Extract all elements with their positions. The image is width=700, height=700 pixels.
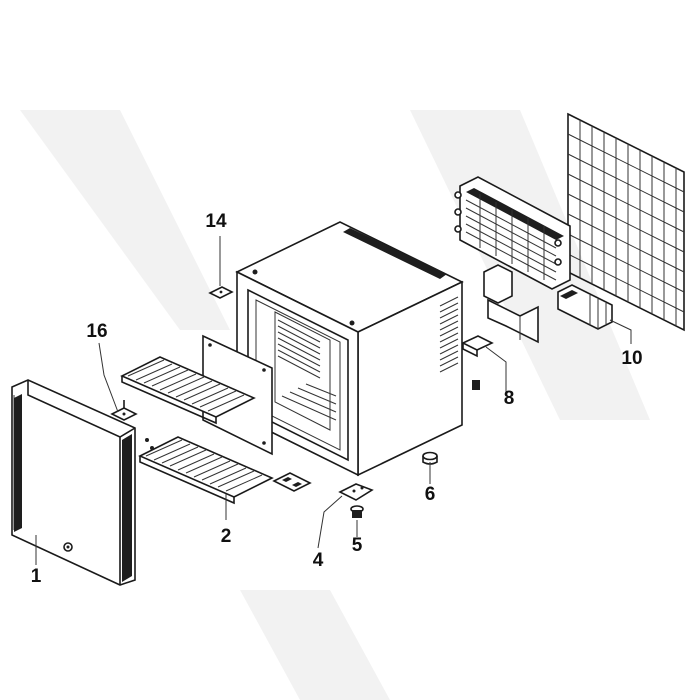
- door: [11, 379, 136, 586]
- lower-shelf: [138, 436, 274, 505]
- callout-hinge-bracket-bottom: 4: [313, 550, 324, 571]
- upper-hinge-bracket: [110, 400, 138, 421]
- hinge-bracket-bottom: [338, 483, 374, 501]
- callout-condenser-assembly: 10: [621, 348, 642, 369]
- hinge-pad: [272, 472, 312, 492]
- callout-wall-bracket: 8: [504, 388, 515, 409]
- callout-top-hinge-plate: 14: [205, 211, 227, 232]
- leader-lines: [35, 236, 632, 565]
- callout-door: 1: [31, 566, 42, 587]
- callout-upper-hinge-bracket: 16: [86, 321, 107, 342]
- condenser-assembly: [454, 112, 685, 344]
- side-vent: [439, 296, 459, 373]
- callouts: 1 2 4 5 6 8 10 14 16: [31, 211, 643, 587]
- top-hinge-plate: [208, 286, 234, 299]
- callout-adjustable-foot: 5: [352, 535, 363, 556]
- thermoelectric-module: [483, 264, 613, 344]
- adjustable-foot: [350, 505, 364, 518]
- wire-grille: [567, 112, 685, 332]
- rear-foot: [422, 451, 438, 465]
- condenser-coil: [454, 176, 571, 290]
- inner-rack: [277, 319, 337, 421]
- wall-bracket: [461, 335, 494, 390]
- callout-rear-foot: 6: [425, 484, 436, 505]
- callout-lower-shelf: 2: [221, 526, 232, 547]
- upper-shelf: [120, 356, 256, 425]
